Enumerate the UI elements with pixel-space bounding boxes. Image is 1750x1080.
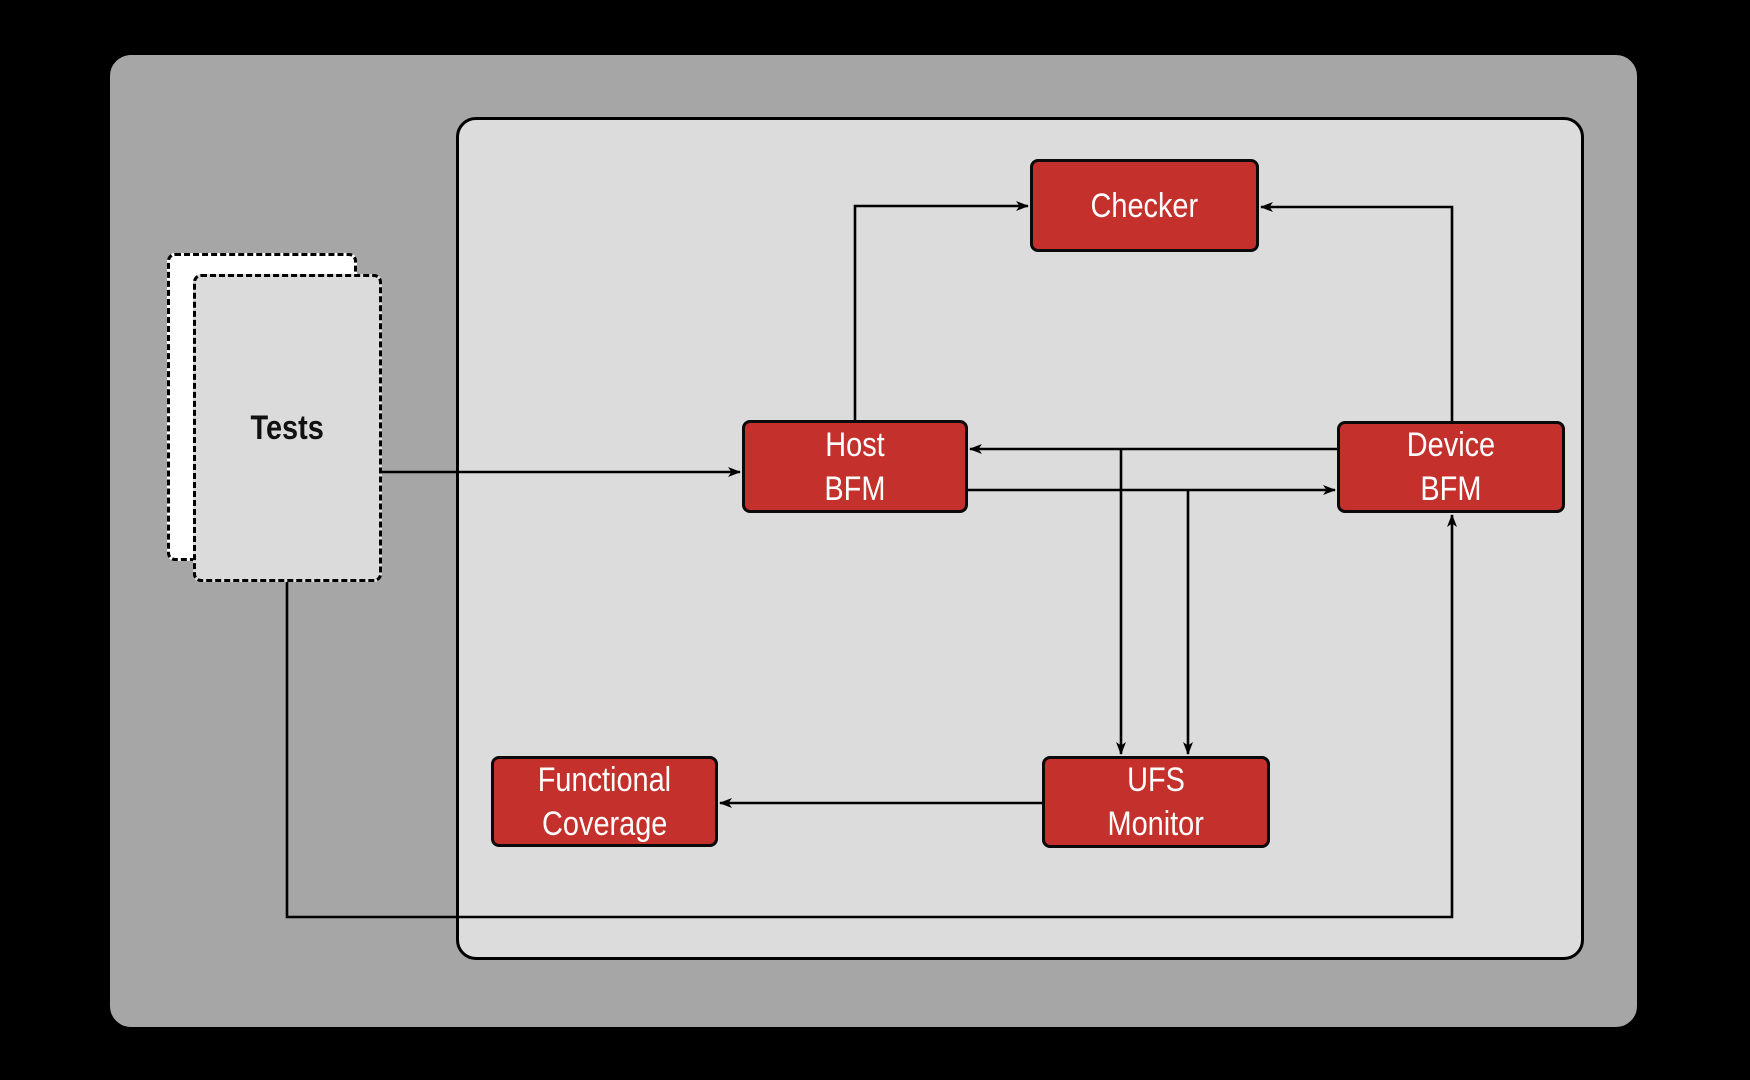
ufs-monitor-node: UFS Monitor	[1042, 756, 1270, 848]
host-bfm-node: Host BFM	[742, 420, 968, 513]
functional-coverage-label-line1: Functional	[537, 760, 672, 799]
device-bfm-label-line1: Device	[1406, 426, 1496, 464]
tests-node-label: Tests	[250, 408, 325, 447]
tests-node: Tests	[193, 274, 382, 582]
checker-node: Checker	[1030, 159, 1259, 252]
functional-coverage-node: Functional Coverage	[491, 756, 718, 847]
device-bfm-label-line2: BFM	[1420, 470, 1482, 508]
host-bfm-label-line1: Host	[825, 425, 885, 464]
device-bfm-node: Device BFM	[1337, 421, 1565, 513]
ufs-monitor-label-line1: UFS	[1127, 761, 1185, 799]
checker-node-label: Checker	[1090, 186, 1199, 225]
host-bfm-label-line2: BFM	[824, 469, 886, 508]
ufs-monitor-label-line2: Monitor	[1107, 805, 1205, 843]
functional-coverage-label-line2: Coverage	[541, 804, 668, 843]
